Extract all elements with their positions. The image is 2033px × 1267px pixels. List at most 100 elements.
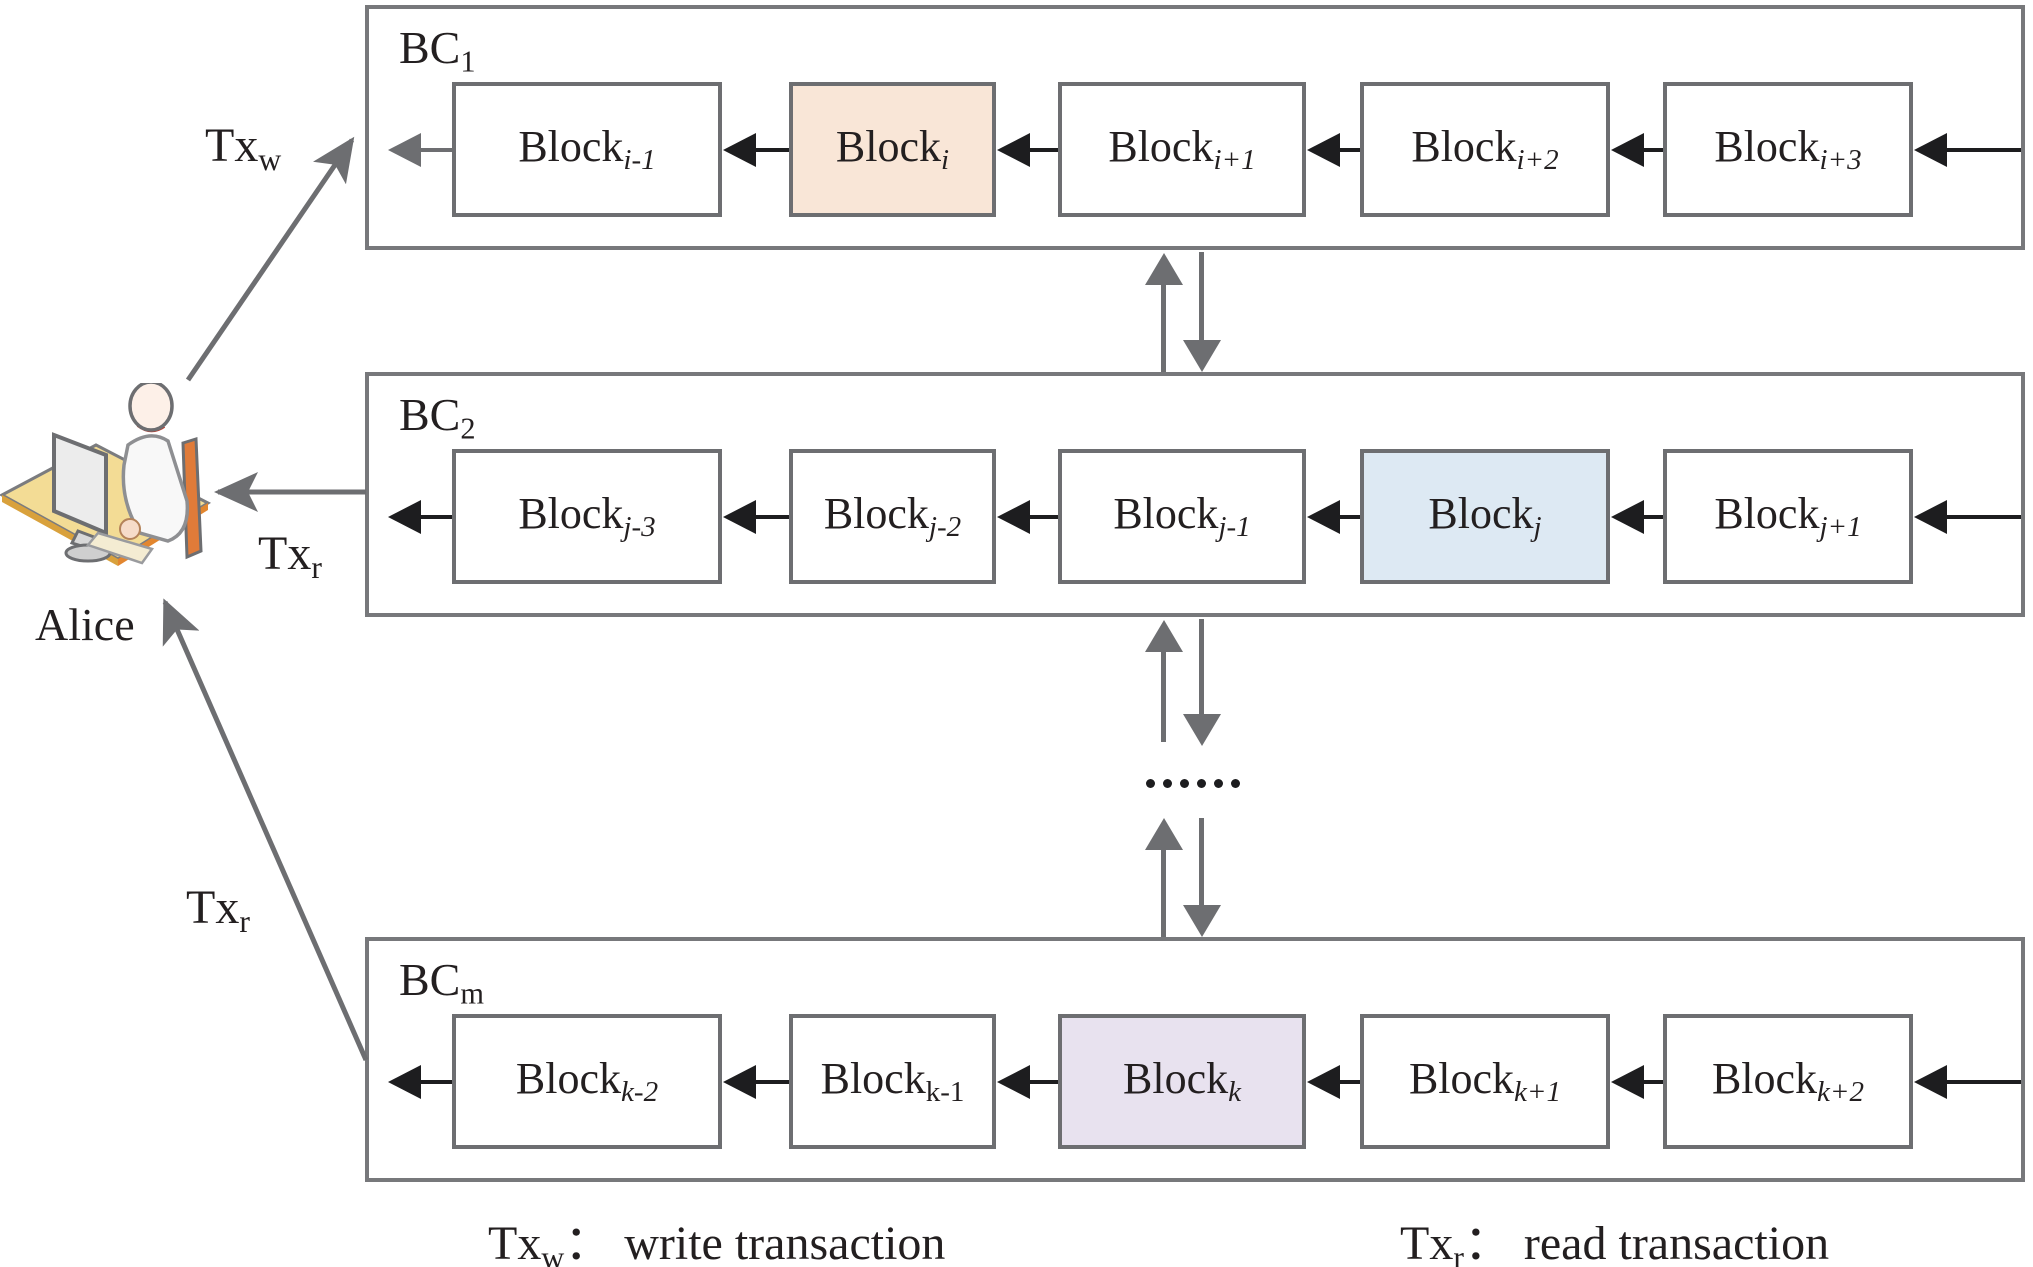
block-j-minus-3-label: Blockj-3 — [518, 488, 655, 544]
person-head — [128, 383, 174, 432]
legend-read-transaction: Txr： read transaction — [1400, 1203, 1829, 1267]
dot-icon — [1231, 779, 1240, 788]
chain-bc2-label: BC2 — [399, 388, 476, 447]
sync-up-arrow-icon — [1161, 850, 1166, 937]
block-sub: i-1 — [623, 144, 656, 177]
block-sub: i+1 — [1213, 144, 1256, 177]
person-hand — [119, 518, 141, 540]
block-base: Block — [1123, 1054, 1229, 1104]
bcm-tail-arrow-icon — [388, 1065, 452, 1099]
block-j-minus-3: Blockj-3 — [452, 449, 722, 584]
block-j-minus-2: Blockj-2 — [789, 449, 996, 584]
dot-icon — [1163, 779, 1172, 788]
chain-bc1-label-base: BC — [399, 22, 461, 73]
block-i-plus-2: Blocki+2 — [1360, 82, 1610, 217]
bc2-incoming-arrow-icon — [1914, 500, 2021, 534]
block-sub: j-3 — [623, 511, 656, 544]
block-j-plus-1: Blockj+1 — [1663, 449, 1913, 584]
blockchain-bc2: BC2 Blockj-3 Blockj-2 Blockj-1 Blockj Bl… — [365, 372, 2025, 617]
actor-name: Alice — [35, 599, 135, 650]
chain-bcm-label: BCm — [399, 953, 484, 1012]
block-link-arrow-icon — [1307, 500, 1360, 534]
tx-base: Tx — [258, 527, 312, 580]
legend-write-transaction: Txw： write transaction — [488, 1203, 945, 1267]
block-base: Block — [1714, 122, 1820, 172]
block-link-arrow-icon — [723, 1065, 789, 1099]
tx-base: Tx — [186, 881, 240, 934]
block-sub: k — [1228, 1076, 1241, 1109]
block-base: Block — [518, 489, 624, 539]
ellipsis-dots — [1146, 779, 1240, 788]
block-k-plus-2: Blockk+2 — [1663, 1014, 1913, 1149]
dot-icon — [1146, 779, 1155, 788]
block-k-plus-2-label: Blockk+2 — [1712, 1053, 1864, 1109]
tx-base: Tx — [205, 119, 259, 172]
sync-down-arrow-icon — [1199, 818, 1204, 905]
block-j-label: Blockj — [1428, 488, 1541, 544]
block-j-highlighted: Blockj — [1360, 449, 1610, 584]
legend-tx-base: Tx — [1400, 1217, 1454, 1267]
legend-desc: ： read transaction — [1463, 1217, 1830, 1267]
block-link-arrow-icon — [1611, 500, 1663, 534]
block-k-minus-2: Blockk-2 — [452, 1014, 722, 1149]
block-link-arrow-icon — [1611, 1065, 1663, 1099]
block-link-arrow-icon — [1307, 1065, 1360, 1099]
block-i-plus-3: Blocki+3 — [1663, 82, 1913, 217]
sync-up-arrow-icon — [1161, 285, 1166, 372]
sync-down-arrow-icon — [1199, 252, 1204, 340]
block-link-arrow-icon — [997, 133, 1058, 167]
legend-tx-base: Tx — [488, 1217, 542, 1267]
block-base: Block — [1408, 1054, 1515, 1104]
block-j-minus-1-label: Blockj-1 — [1113, 488, 1250, 544]
chain-bc2-label-sub: 2 — [460, 411, 476, 446]
tx-read-bottom-arrow — [162, 598, 369, 1062]
legend-tx-sub: w — [541, 1239, 565, 1267]
block-k-minus-2-label: Blockk-2 — [516, 1053, 658, 1109]
block-sub: j-1 — [1218, 511, 1251, 544]
sync-up-arrow-icon — [1161, 652, 1166, 742]
block-link-arrow-icon — [997, 1065, 1058, 1099]
block-k-label: Blockk — [1123, 1053, 1241, 1109]
block-i-highlighted: Blocki — [789, 82, 996, 217]
tx-sub: r — [311, 549, 322, 585]
monitor-icon — [52, 432, 108, 537]
keyboard-icon — [85, 531, 155, 565]
block-k-highlighted: Blockk — [1058, 1014, 1306, 1149]
block-base: Block — [515, 1054, 622, 1104]
chain-bcm-label-base: BC — [399, 954, 461, 1005]
block-i-plus-2-label: Blocki+2 — [1411, 121, 1558, 177]
block-sub: j-2 — [928, 511, 962, 544]
tx-read-top-label: Txr — [258, 526, 322, 586]
block-sub: i+2 — [1516, 144, 1559, 177]
block-base: Block — [518, 122, 624, 172]
chain-bc2-label-base: BC — [399, 389, 461, 440]
block-sub: k-1 — [925, 1076, 965, 1109]
dot-icon — [1197, 779, 1206, 788]
dot-icon — [1180, 779, 1189, 788]
chain-bcm-label-sub: m — [460, 976, 484, 1011]
block-i-plus-1-label: Blocki+1 — [1108, 121, 1255, 177]
block-base: Block — [1711, 1054, 1818, 1104]
blockchain-bcm: BCm Blockk-2 Blockk-1 Blockk Blockk+1 Bl… — [365, 937, 2025, 1182]
block-k-minus-1-label: Blockk-1 — [821, 1053, 965, 1109]
block-i-minus-1-label: Blocki-1 — [518, 121, 655, 177]
legend-desc: ： write transaction — [564, 1217, 946, 1267]
tx-read-bottom-label: Txr — [186, 880, 250, 940]
block-i-plus-3-label: Blocki+3 — [1714, 121, 1861, 177]
bc2-tail-arrow-icon — [388, 500, 452, 534]
tx-write-label: Txw — [205, 118, 281, 178]
block-sub: i — [941, 144, 950, 177]
block-link-arrow-icon — [1611, 133, 1663, 167]
block-base: Block — [1108, 122, 1214, 172]
block-sub: k-2 — [621, 1076, 659, 1109]
chain-bc1-label: BC1 — [399, 21, 476, 80]
block-sub: k+2 — [1817, 1076, 1865, 1109]
block-base: Block — [823, 489, 929, 539]
block-i-plus-1: Blocki+1 — [1058, 82, 1306, 217]
block-base: Block — [1714, 489, 1820, 539]
block-i-label: Blocki — [836, 121, 949, 177]
tx-sub: w — [258, 141, 282, 177]
block-k-plus-1: Blockk+1 — [1360, 1014, 1610, 1149]
alice-figure — [0, 383, 212, 566]
legend-tx-sub: r — [1453, 1239, 1464, 1267]
